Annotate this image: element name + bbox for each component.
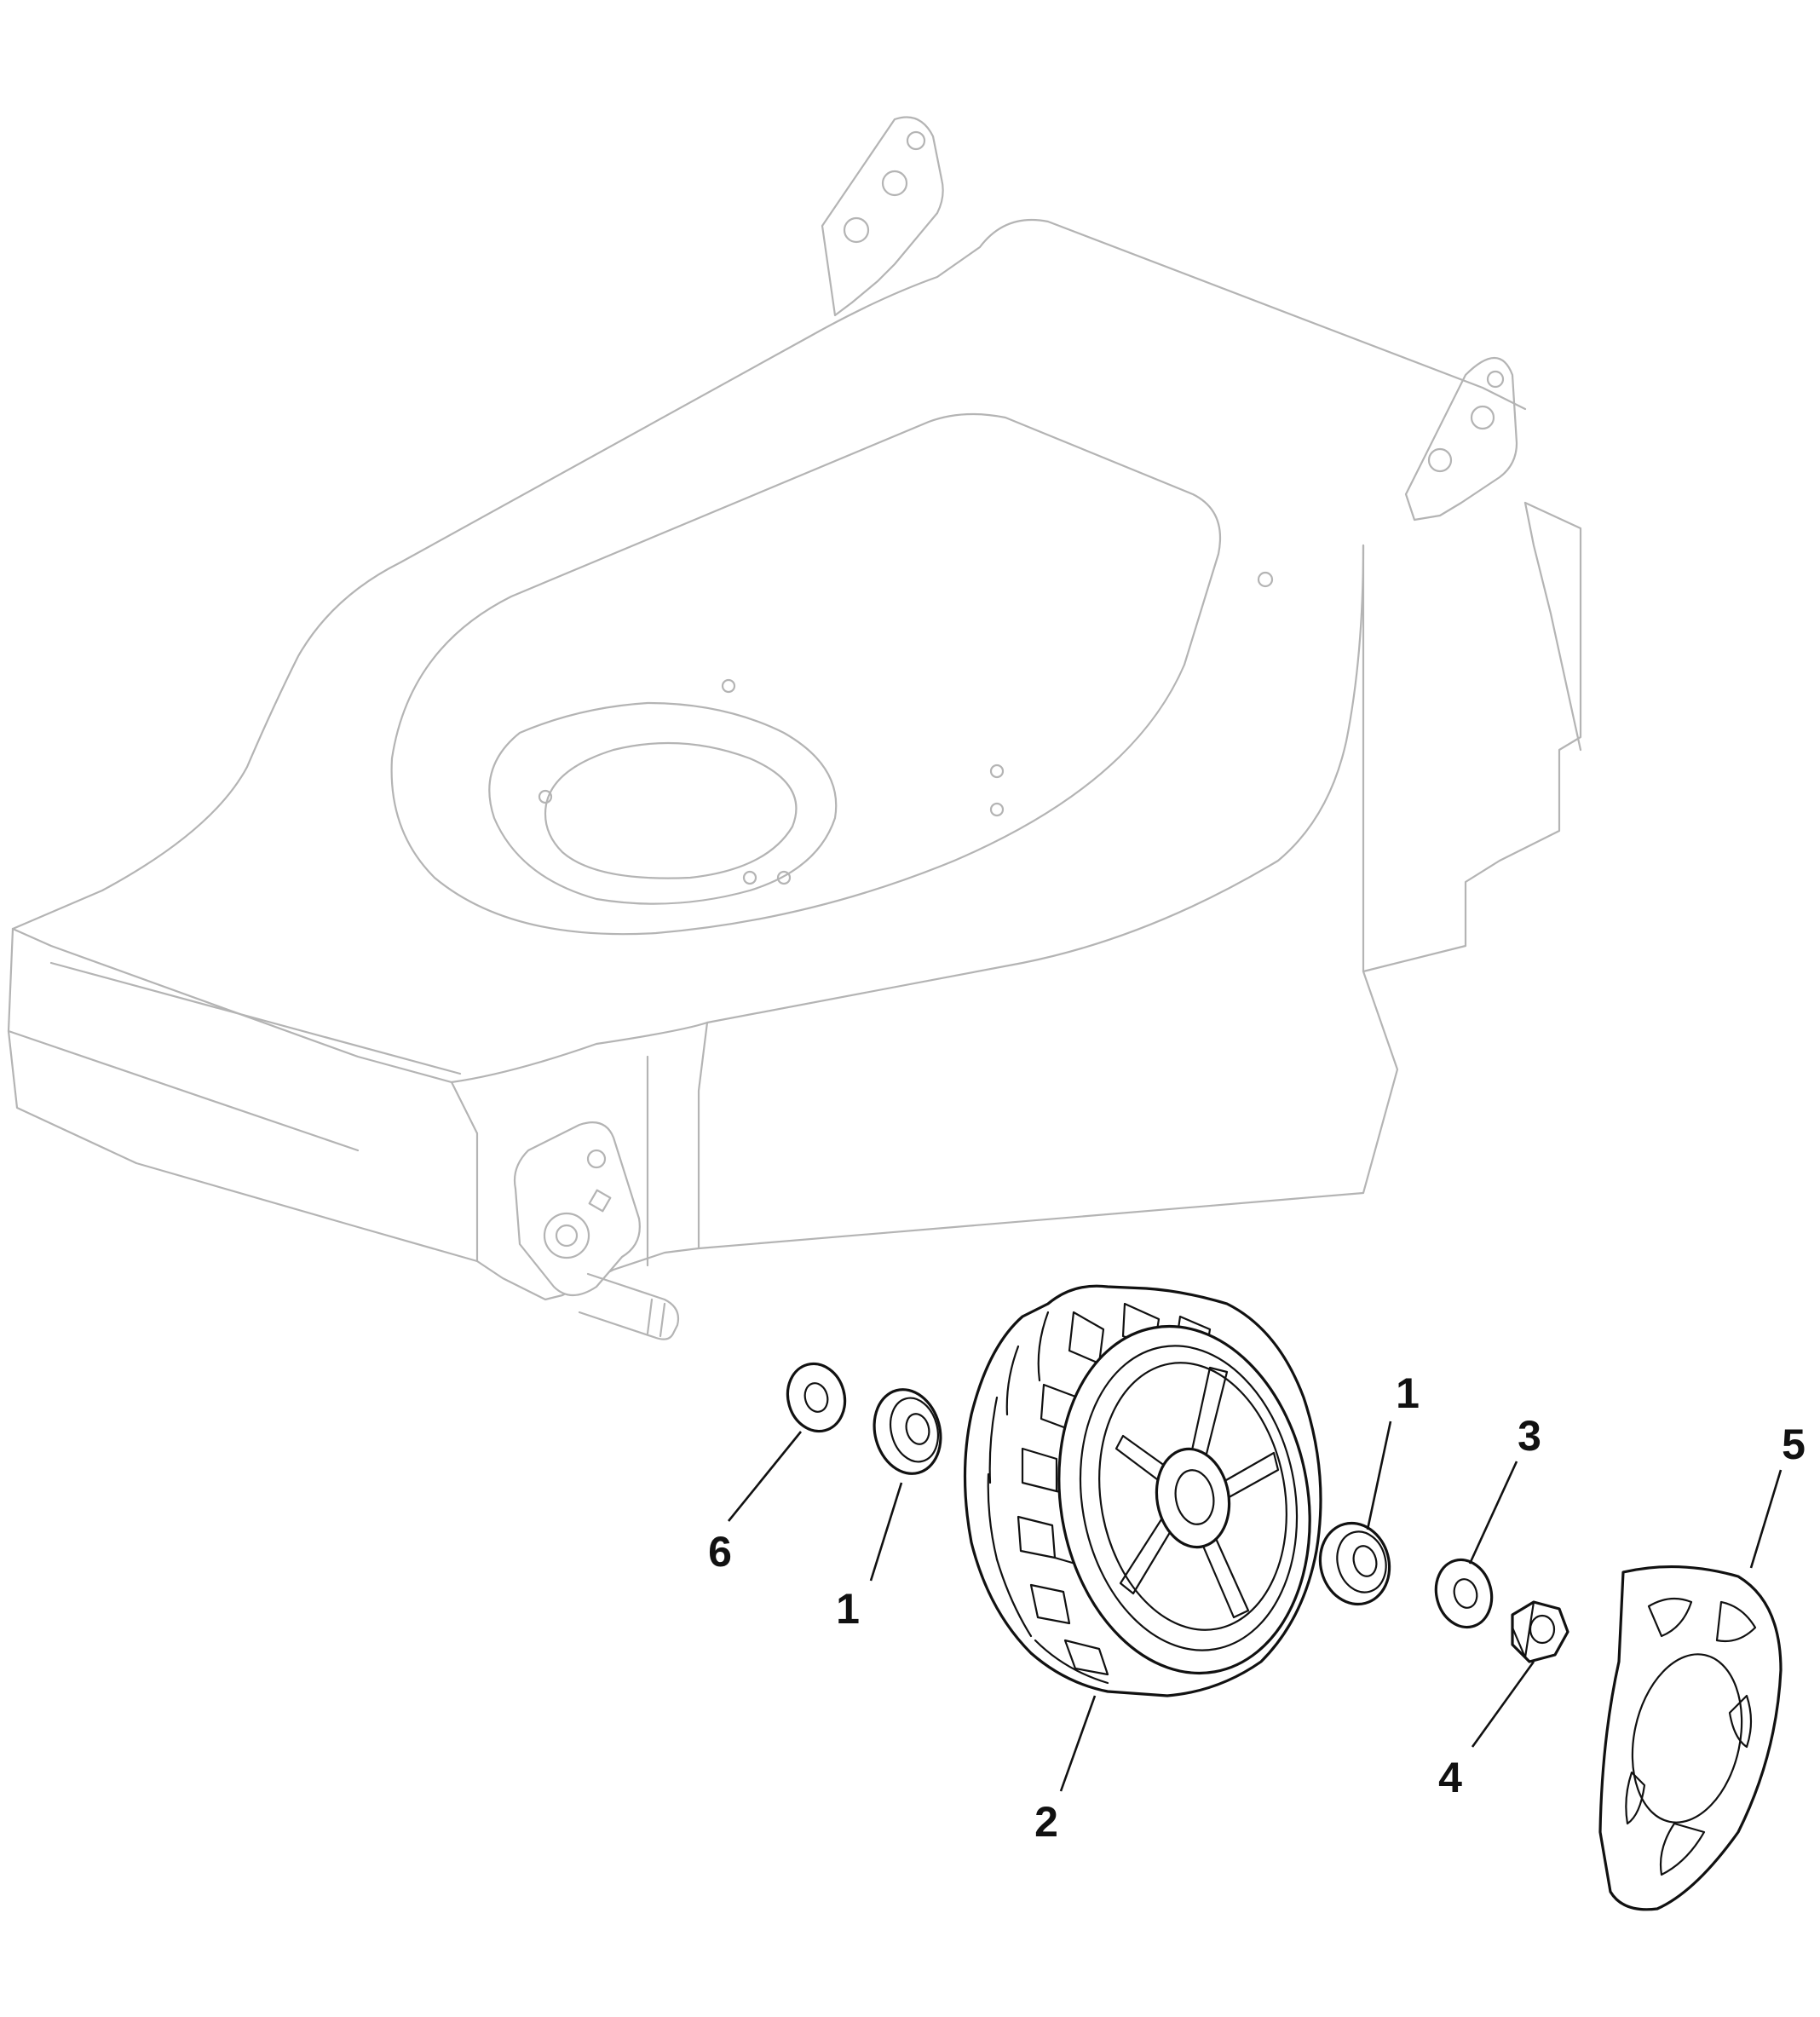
deck-mount-hole	[721, 678, 736, 694]
callout-nut: 4	[1438, 1754, 1462, 1801]
deck-inner-edge	[450, 544, 1365, 1084]
wheel-bracket-boss	[543, 1212, 590, 1259]
leader-lines	[727, 1421, 1783, 1792]
hubcap-vents	[1625, 1597, 1757, 1876]
deck-bracket-hole	[881, 170, 908, 197]
wheel-bracket	[513, 1121, 641, 1297]
deck-mount-hole	[776, 870, 792, 885]
deck-front-crease	[7, 1029, 360, 1152]
deck-bracket-right	[1404, 356, 1518, 522]
deck-bracket-hole	[843, 216, 870, 244]
callout-bearing-left: 1	[836, 1585, 860, 1633]
deck-front-crease	[49, 961, 462, 1075]
part-bearing-right[interactable]	[1311, 1515, 1398, 1611]
callout-labels: 1 1 2 3 4 5 6	[708, 1369, 1806, 1846]
deck-top-outline	[11, 218, 1527, 931]
wheel-hub-bore	[1174, 1469, 1215, 1525]
deck-front-face	[11, 927, 479, 1263]
deck-right-side	[1362, 501, 1582, 973]
leader-hubcap	[1749, 1469, 1783, 1569]
deck-bracket-left	[821, 116, 944, 317]
wheel-rim-well	[1098, 1362, 1287, 1631]
deck-motor-hole	[544, 741, 798, 879]
leader-nut	[1471, 1661, 1535, 1748]
deck-front-lip	[7, 927, 1399, 1301]
deck-bracket-hole	[1427, 447, 1453, 473]
leader-wheel	[1059, 1695, 1097, 1792]
deck-motor-ring	[488, 701, 838, 905]
mower-deck-ghost	[7, 116, 1582, 1340]
leader-washer-inner	[727, 1431, 803, 1522]
part-nut[interactable]	[1511, 1600, 1569, 1663]
wheel-hub	[1155, 1447, 1231, 1549]
wheel-bracket-hole	[555, 1224, 579, 1248]
deck-bracket-hole	[906, 130, 926, 151]
callout-bearing-right: 1	[1396, 1369, 1420, 1417]
leader-washer-outer	[1468, 1461, 1518, 1565]
callout-hubcap: 5	[1782, 1421, 1806, 1468]
deck-well	[390, 412, 1222, 936]
callout-washer-inner: 6	[708, 1528, 732, 1576]
leader-bearing-left	[869, 1482, 903, 1582]
wheel-bracket-slot	[588, 1189, 612, 1213]
deck-side-seam	[697, 1021, 709, 1250]
part-washer-outer[interactable]	[1429, 1553, 1500, 1634]
leader-bearing-right	[1366, 1421, 1392, 1530]
part-washer-inner[interactable]	[780, 1357, 852, 1438]
wheel-rim-inner	[1079, 1345, 1299, 1651]
part-wheel[interactable]	[963, 1284, 1337, 1697]
deck-mount-hole	[742, 870, 757, 885]
wheel-bracket-hole	[586, 1149, 607, 1169]
axle-shaft	[578, 1272, 680, 1340]
deck-mount-hole	[989, 802, 1005, 817]
callout-washer-outer: 3	[1518, 1412, 1541, 1460]
deck-bracket-hole	[1486, 370, 1505, 389]
callout-wheel: 2	[1034, 1798, 1058, 1846]
deck-bracket-hole	[1470, 405, 1495, 430]
deck-right-edge	[1523, 501, 1582, 752]
axle-thread	[646, 1298, 666, 1338]
deck-mount-hole	[538, 789, 553, 804]
deck-mount-hole	[989, 764, 1005, 779]
part-hubcap[interactable]	[1598, 1565, 1783, 1911]
wheel-spokes	[1114, 1366, 1280, 1619]
part-bearing-left[interactable]	[865, 1382, 949, 1481]
deck-mount-hole	[1257, 571, 1274, 588]
